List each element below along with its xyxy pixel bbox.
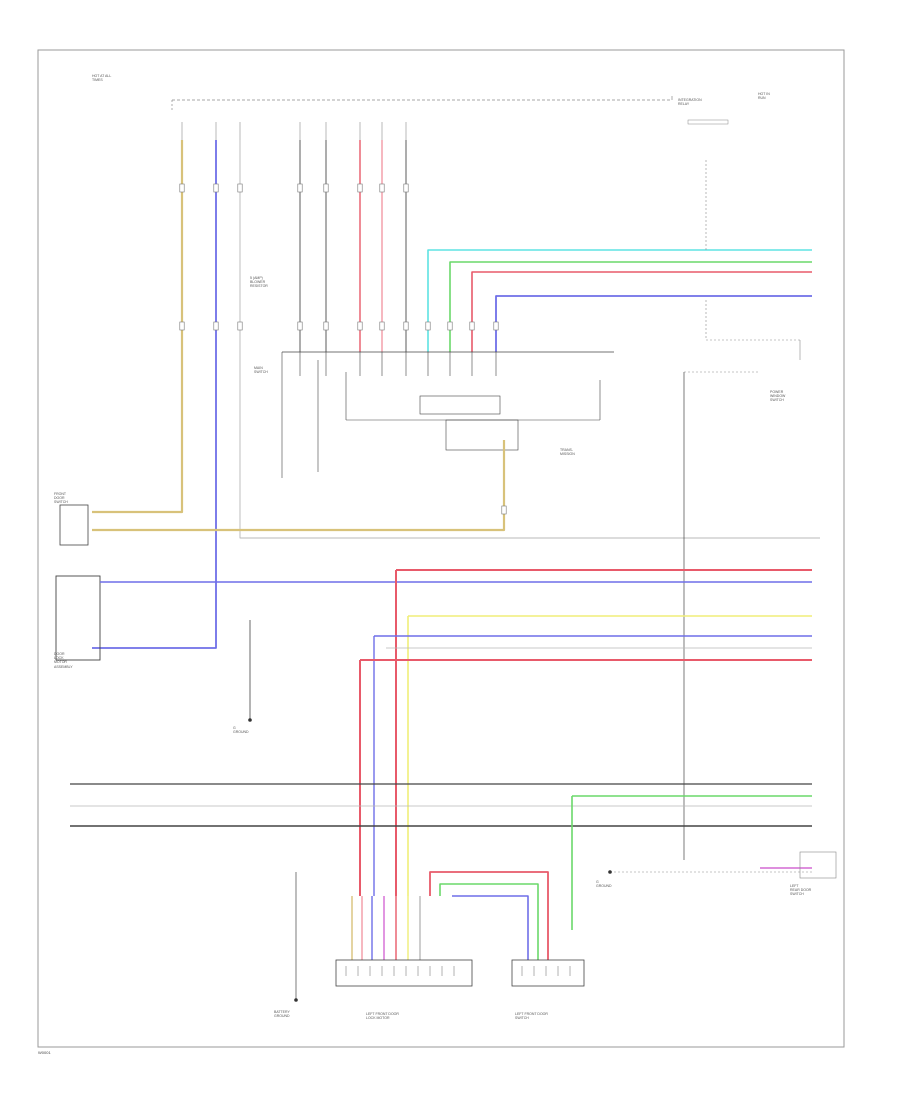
- label-right-lower-component: LEFT REAR DOOR SWITCH: [790, 884, 812, 897]
- connector-row1-0: [179, 183, 185, 193]
- door-lock-motor-box: [55, 575, 101, 661]
- connector-color-3: [493, 321, 499, 331]
- battery-ground-dot: [294, 998, 298, 1002]
- connector-tan-lower: [501, 505, 507, 515]
- label-door-motor: DOOR LOCK MOTOR ASSEMBLY: [54, 652, 73, 669]
- front-door-switch-box: [59, 504, 89, 546]
- right-lower-component-box: [799, 851, 837, 879]
- wire-violet-top: [495, 295, 812, 352]
- connector-row1-5: [357, 183, 363, 193]
- connector-row1-2: [237, 183, 243, 193]
- connector-color-0: [425, 321, 431, 331]
- connector-row2-1: [213, 321, 219, 331]
- connector-color-1: [447, 321, 453, 331]
- connector-row1-1: [213, 183, 219, 193]
- label-lower-left-ground: BATTERY GROUND: [274, 1010, 290, 1019]
- ground-dot-left: [248, 718, 252, 722]
- label-blower-note: 5 (AMP) BLOWER RESISTOR: [250, 276, 268, 289]
- wire-violet-left: [92, 140, 217, 649]
- label-right-side-switch: POWER WINDOW SWITCH: [770, 390, 786, 403]
- connector-row1-7: [403, 183, 409, 193]
- label-lower-connector-left: LEFT FRONT DOOR LOCK MOTOR: [366, 1012, 399, 1021]
- wire-red-top: [471, 271, 812, 352]
- connector-color-2: [469, 321, 475, 331]
- connector-row2-7: [403, 321, 409, 331]
- diagram-frame: [37, 49, 845, 1048]
- connector-row2-6: [379, 321, 385, 331]
- lower-connector-left: [335, 959, 473, 987]
- wire-gray-long: [239, 140, 820, 539]
- switch-relay-box: [419, 395, 501, 415]
- label-top-left-source: HOT AT ALL TIMES: [92, 74, 112, 83]
- connector-row2-4: [323, 321, 329, 331]
- switch-transistor-box: [445, 419, 519, 451]
- connector-row2-2: [237, 321, 243, 331]
- wire-green-lower-loop: [439, 883, 539, 960]
- lower-connector-right: [511, 959, 585, 987]
- label-ground-left: G GROUND: [233, 726, 249, 735]
- label-power-window-main: MAIN SWITCH: [254, 366, 268, 375]
- ground-dot-right: [608, 870, 612, 874]
- wire-red-lower-loop: [429, 871, 549, 960]
- label-lower-connector-right: LEFT FRONT DOOR SWITCH: [515, 1012, 548, 1021]
- connector-row1-4: [323, 183, 329, 193]
- wire-tan-lower: [92, 440, 506, 532]
- connector-row1-3: [297, 183, 303, 193]
- footer-code: W0001: [38, 1050, 51, 1055]
- label-fuse-box: INTEGRATION RELAY: [678, 98, 702, 107]
- label-transmission: TRANS- MISSION: [560, 448, 575, 457]
- connector-row1-6: [379, 183, 385, 193]
- wire-cyan: [427, 249, 812, 352]
- connector-row2-0: [179, 321, 185, 331]
- label-top-right-component: HOT IN RUN: [758, 92, 770, 101]
- top-right-relay: [687, 119, 729, 125]
- label-ground-right: G GROUND: [596, 880, 612, 889]
- wire-tan-left: [92, 140, 184, 514]
- connector-row2-5: [357, 321, 363, 331]
- wire-violet-lower-loop: [452, 895, 529, 960]
- label-front-door-left: FRONT DOOR SWITCH: [54, 492, 68, 505]
- connector-row2-3: [297, 321, 303, 331]
- wire-green: [449, 261, 812, 352]
